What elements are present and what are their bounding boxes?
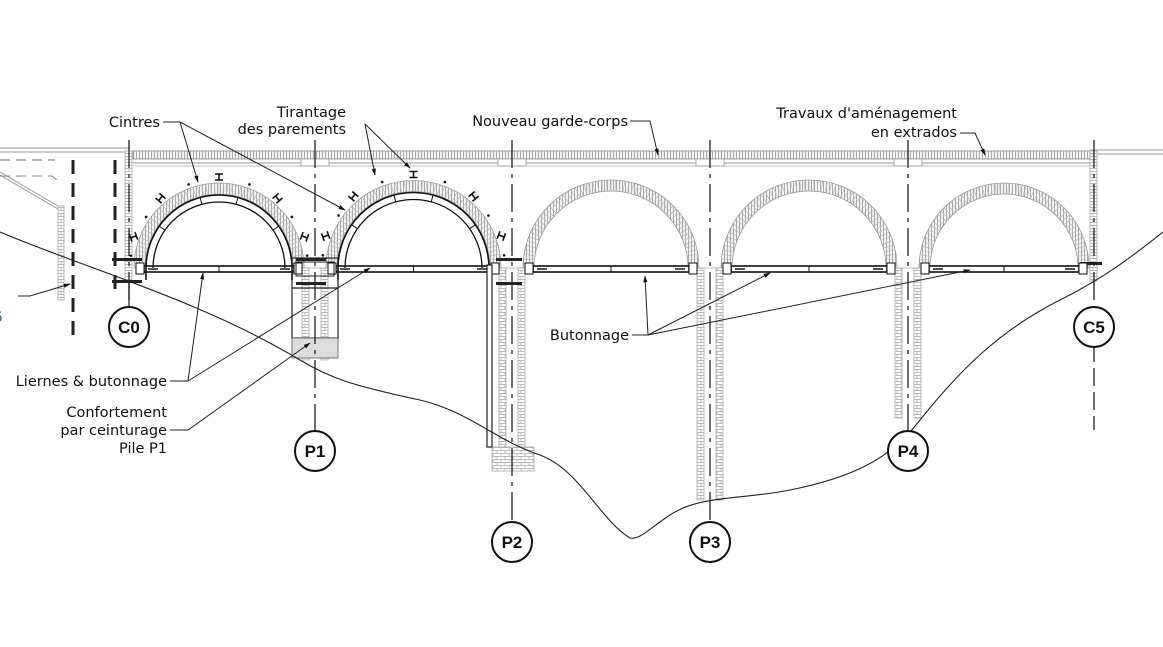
axis-p4: P4 (887, 140, 929, 472)
axis-bubble (887, 430, 929, 472)
tie-rod-icon (347, 190, 359, 202)
axis-label: P2 (502, 533, 523, 552)
label-left-partial: 5 (0, 310, 3, 326)
tie-rod-icon (128, 231, 139, 242)
label-butonnage: Butonnage (550, 328, 629, 344)
abutment-c0 (124, 150, 133, 282)
tie-rod-icon (299, 231, 310, 242)
axis-bubble (689, 521, 731, 563)
arch-span-4 (720, 179, 898, 269)
steel-clamp (296, 258, 326, 261)
axis-bubble (491, 521, 533, 563)
label-confortement-line1: Confortement (66, 405, 167, 421)
tie-rod-icon (154, 192, 167, 204)
abutment-c5 (1089, 150, 1098, 282)
strut-span-3 (524, 262, 698, 275)
axis-label: P1 (305, 442, 326, 461)
axis-label: P4 (898, 442, 919, 461)
axis-label: C5 (1083, 318, 1105, 337)
axis-label: P3 (700, 533, 721, 552)
left-approach-structure (0, 147, 130, 340)
label-liernes: Liernes & butonnage (16, 374, 167, 390)
tie-rod-icon (409, 170, 418, 179)
axis-c0: C0 (108, 140, 150, 348)
label-confortement-line3: Pile P1 (119, 441, 167, 457)
axis-label: C0 (118, 318, 140, 337)
p2-footing (491, 446, 535, 472)
ground-profile (0, 231, 1163, 539)
label-tirantage-line1: Tirantage (276, 105, 346, 121)
annotation-labels: Cintres Tirantage des parements Nouveau … (0, 105, 957, 457)
strut-span-5 (920, 262, 1088, 275)
label-travaux-line1: Travaux d'aménagement (775, 106, 957, 122)
axis-bubble (1073, 306, 1115, 348)
axis-p1: P1 (294, 140, 336, 472)
label-travaux-line2: en extrados (871, 125, 957, 141)
pier-p4 (894, 267, 922, 419)
steel-clamp (1080, 262, 1102, 265)
leader-lines (18, 120, 986, 431)
tie-rod-icon (320, 230, 331, 242)
axis-p3: P3 (689, 140, 731, 563)
tie-rod-icon (496, 230, 507, 242)
deck-parapet (132, 149, 1163, 167)
tie-rod-icon (215, 173, 223, 181)
axis-bubble (108, 306, 150, 348)
axis-bubble (294, 430, 336, 472)
strut-span-4 (722, 262, 896, 275)
label-cintres: Cintres (109, 115, 160, 131)
arch-span-5 (918, 182, 1090, 269)
strut-span-2 (327, 262, 500, 275)
centering-span-2 (320, 170, 507, 280)
steel-clamp (496, 282, 522, 285)
steel-clamp (112, 280, 142, 283)
centering-span-1 (128, 173, 310, 280)
pier-p3 (696, 267, 724, 501)
strut-span-1 (135, 262, 303, 275)
arch-span-3 (522, 179, 700, 269)
p2-side-plate (486, 264, 493, 448)
axis-p2: P2 (491, 140, 533, 563)
label-garde-corps: Nouveau garde-corps (472, 114, 628, 130)
tie-rod-icon (468, 190, 480, 202)
steel-clamp (112, 258, 142, 261)
tie-rod-icon (271, 192, 284, 204)
axis-c5: C5 (1073, 140, 1115, 430)
steel-clamp (296, 282, 326, 285)
steel-clamp (496, 258, 522, 261)
label-confortement-line2: par ceinturage (60, 423, 167, 439)
pier-p1 (301, 267, 329, 361)
label-tirantage-line2: des parements (238, 122, 346, 138)
